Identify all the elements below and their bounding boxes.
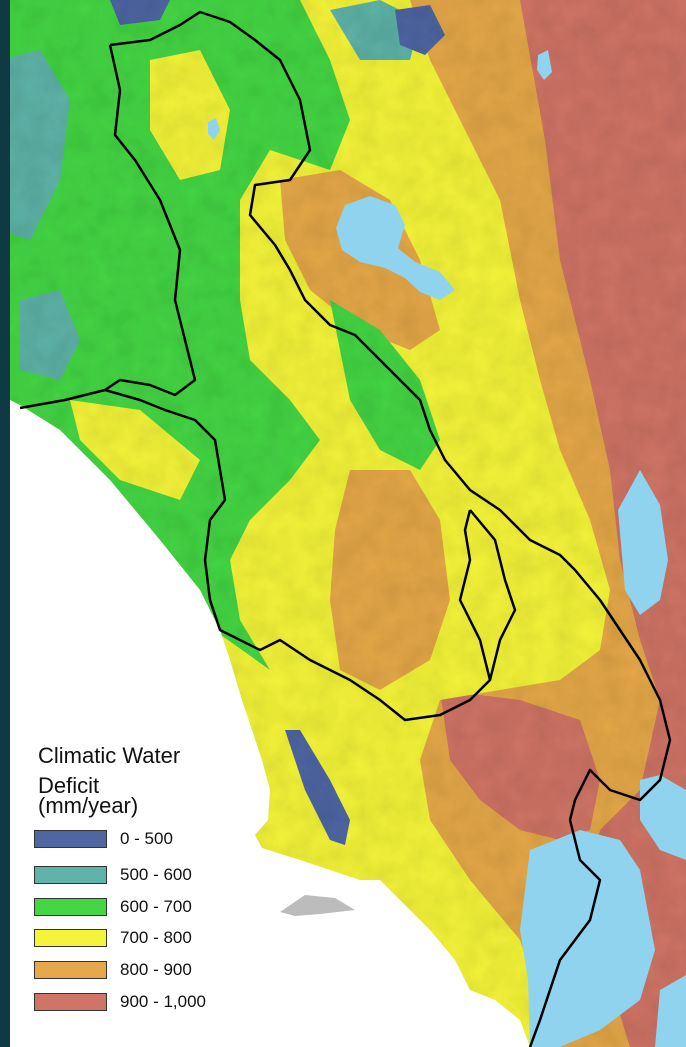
san-pablo-bay [520, 830, 655, 1047]
boundary-south [528, 819, 602, 1047]
bay-inlet-south [655, 975, 686, 1047]
reservoir-east [618, 470, 668, 615]
zone-900-1000-bay [440, 690, 600, 840]
zone-0-500-a [395, 5, 445, 55]
sand-spit [280, 895, 355, 916]
boundary-valley-watershed [469, 509, 517, 681]
small-lake [208, 118, 220, 140]
zone-600-700 [10, 0, 350, 670]
zone-500-600-b [20, 290, 80, 380]
lake-north [537, 50, 552, 80]
boundary-north-watershed [109, 10, 672, 821]
zone-600-700-ridge [330, 300, 440, 470]
watershed-boundaries [19, 10, 672, 1047]
zone-700-800-ridge-1 [150, 50, 230, 180]
boundary-west-watershed [19, 44, 197, 410]
zone-800-900-valley [330, 470, 450, 690]
clear-lake [336, 196, 455, 300]
zone-700-800-ridge-2 [70, 400, 200, 500]
zone-0-500-c [285, 730, 350, 845]
bay-inlet-east [640, 775, 686, 860]
zone-0-500-b [110, 0, 170, 25]
zone-500-600-a [10, 50, 70, 240]
boundary-central-watershed [104, 388, 492, 722]
